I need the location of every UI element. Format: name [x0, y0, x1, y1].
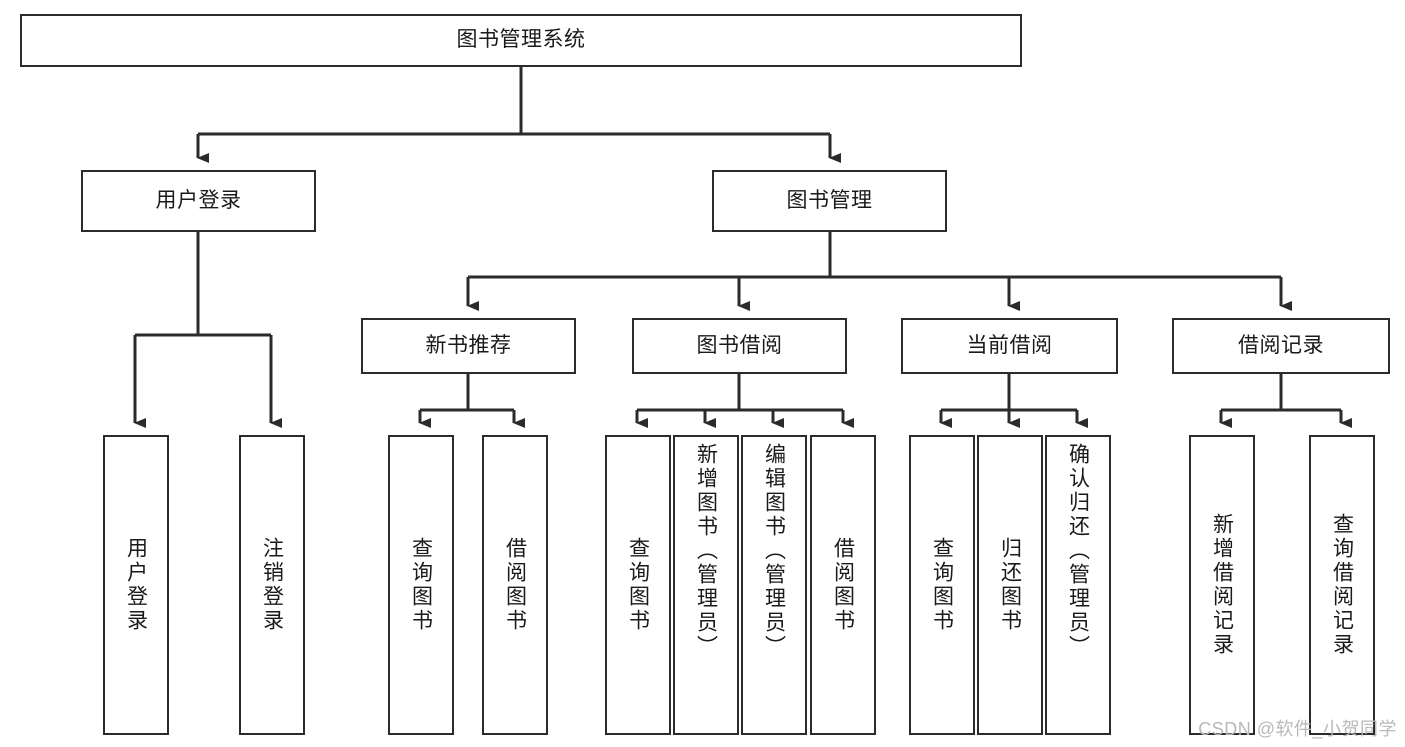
leaf-record-query-record[interactable]: 查询借阅记录 [1309, 435, 1375, 735]
leaf-label: 查询图书 [930, 537, 954, 633]
node-user-login[interactable]: 用户登录 [81, 170, 316, 232]
node-current-borrow[interactable]: 当前借阅 [901, 318, 1118, 374]
node-label: 新书推荐 [425, 333, 512, 357]
node-book-management[interactable]: 图书管理 [712, 170, 947, 232]
node-label: 借阅记录 [1238, 333, 1324, 357]
node-book-borrow[interactable]: 图书借阅 [632, 318, 847, 374]
leaf-recommend-borrow-book[interactable]: 借阅图书 [482, 435, 548, 735]
node-label: 图书借阅 [696, 333, 783, 357]
leaf-user-login-logout[interactable]: 注销登录 [239, 435, 305, 735]
node-label: 当前借阅 [966, 333, 1053, 357]
leaf-borrow-add-book-admin[interactable]: 新增图书（管理员） [673, 435, 739, 735]
leaf-label: 新增借阅记录 [1210, 513, 1234, 657]
leaf-label: 查询图书 [626, 537, 650, 633]
leaf-label: 编辑图书（管理员） [762, 443, 786, 659]
leaf-label: 用户登录 [124, 537, 148, 633]
node-new-book-recommend[interactable]: 新书推荐 [361, 318, 576, 374]
leaf-current-confirm-return-admin[interactable]: 确认归还（管理员） [1045, 435, 1111, 735]
node-label: 图书管理系统 [456, 28, 586, 52]
leaf-label: 借阅图书 [831, 537, 855, 633]
leaf-recommend-query-book[interactable]: 查询图书 [388, 435, 454, 735]
leaf-user-login-login[interactable]: 用户登录 [103, 435, 169, 735]
leaf-current-query-book[interactable]: 查询图书 [909, 435, 975, 735]
leaf-borrow-edit-book-admin[interactable]: 编辑图书（管理员） [741, 435, 807, 735]
node-borrow-record[interactable]: 借阅记录 [1172, 318, 1390, 374]
leaf-label: 查询借阅记录 [1330, 513, 1354, 657]
leaf-borrow-borrow-book[interactable]: 借阅图书 [810, 435, 876, 735]
watermark: CSDN @软件_小贺同学 [1198, 719, 1397, 739]
leaf-label: 归还图书 [998, 537, 1022, 633]
leaf-label: 注销登录 [260, 537, 284, 633]
leaf-record-add-record[interactable]: 新增借阅记录 [1189, 435, 1255, 735]
leaf-label: 确认归还（管理员） [1066, 443, 1090, 659]
leaf-label: 查询图书 [409, 537, 433, 633]
leaf-label: 新增图书（管理员） [694, 443, 718, 659]
node-label: 图书管理 [786, 188, 873, 212]
leaf-current-return-book[interactable]: 归还图书 [977, 435, 1043, 735]
node-label: 用户登录 [155, 188, 242, 212]
leaf-label: 借阅图书 [503, 537, 527, 633]
node-root-system[interactable]: 图书管理系统 [20, 14, 1022, 67]
leaf-borrow-query-book[interactable]: 查询图书 [605, 435, 671, 735]
